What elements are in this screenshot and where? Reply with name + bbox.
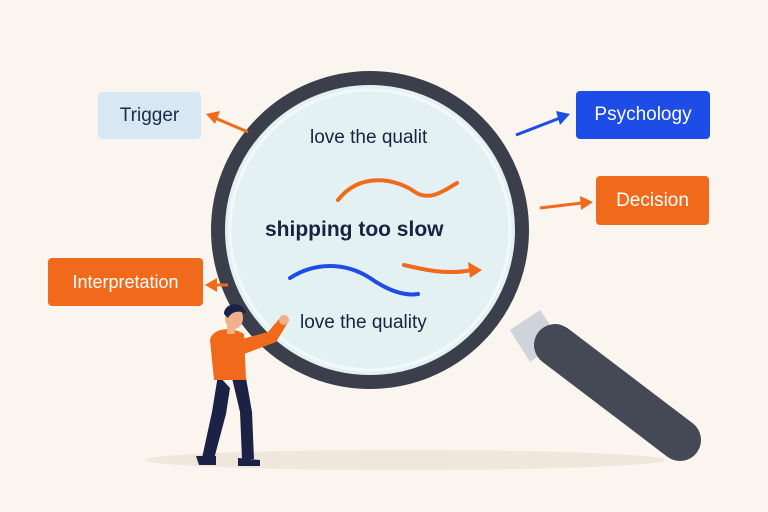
decision-label: Decision bbox=[596, 176, 709, 225]
magnifier-handle bbox=[510, 310, 701, 461]
arrow-to-psychology bbox=[515, 111, 570, 137]
orange-squiggle bbox=[336, 178, 459, 202]
magnifier-lens bbox=[211, 71, 529, 389]
arrow-to-interpretation bbox=[205, 278, 228, 292]
trigger-label: Trigger bbox=[98, 92, 201, 139]
arrow-to-trigger bbox=[206, 111, 249, 134]
lens-text-top: love the qualit bbox=[310, 127, 428, 148]
orange-inner-arrow bbox=[402, 262, 482, 278]
person-figure bbox=[196, 304, 289, 466]
arrow-to-decision bbox=[539, 196, 593, 210]
psychology-label: Psychology bbox=[576, 91, 710, 139]
ground-shadow bbox=[145, 450, 665, 470]
blue-squiggle bbox=[288, 264, 420, 297]
lens-text-middle: shipping too slow bbox=[265, 218, 444, 241]
lens-text-bottom: love the quality bbox=[300, 312, 427, 333]
interpretation-label: Interpretation bbox=[48, 258, 203, 306]
